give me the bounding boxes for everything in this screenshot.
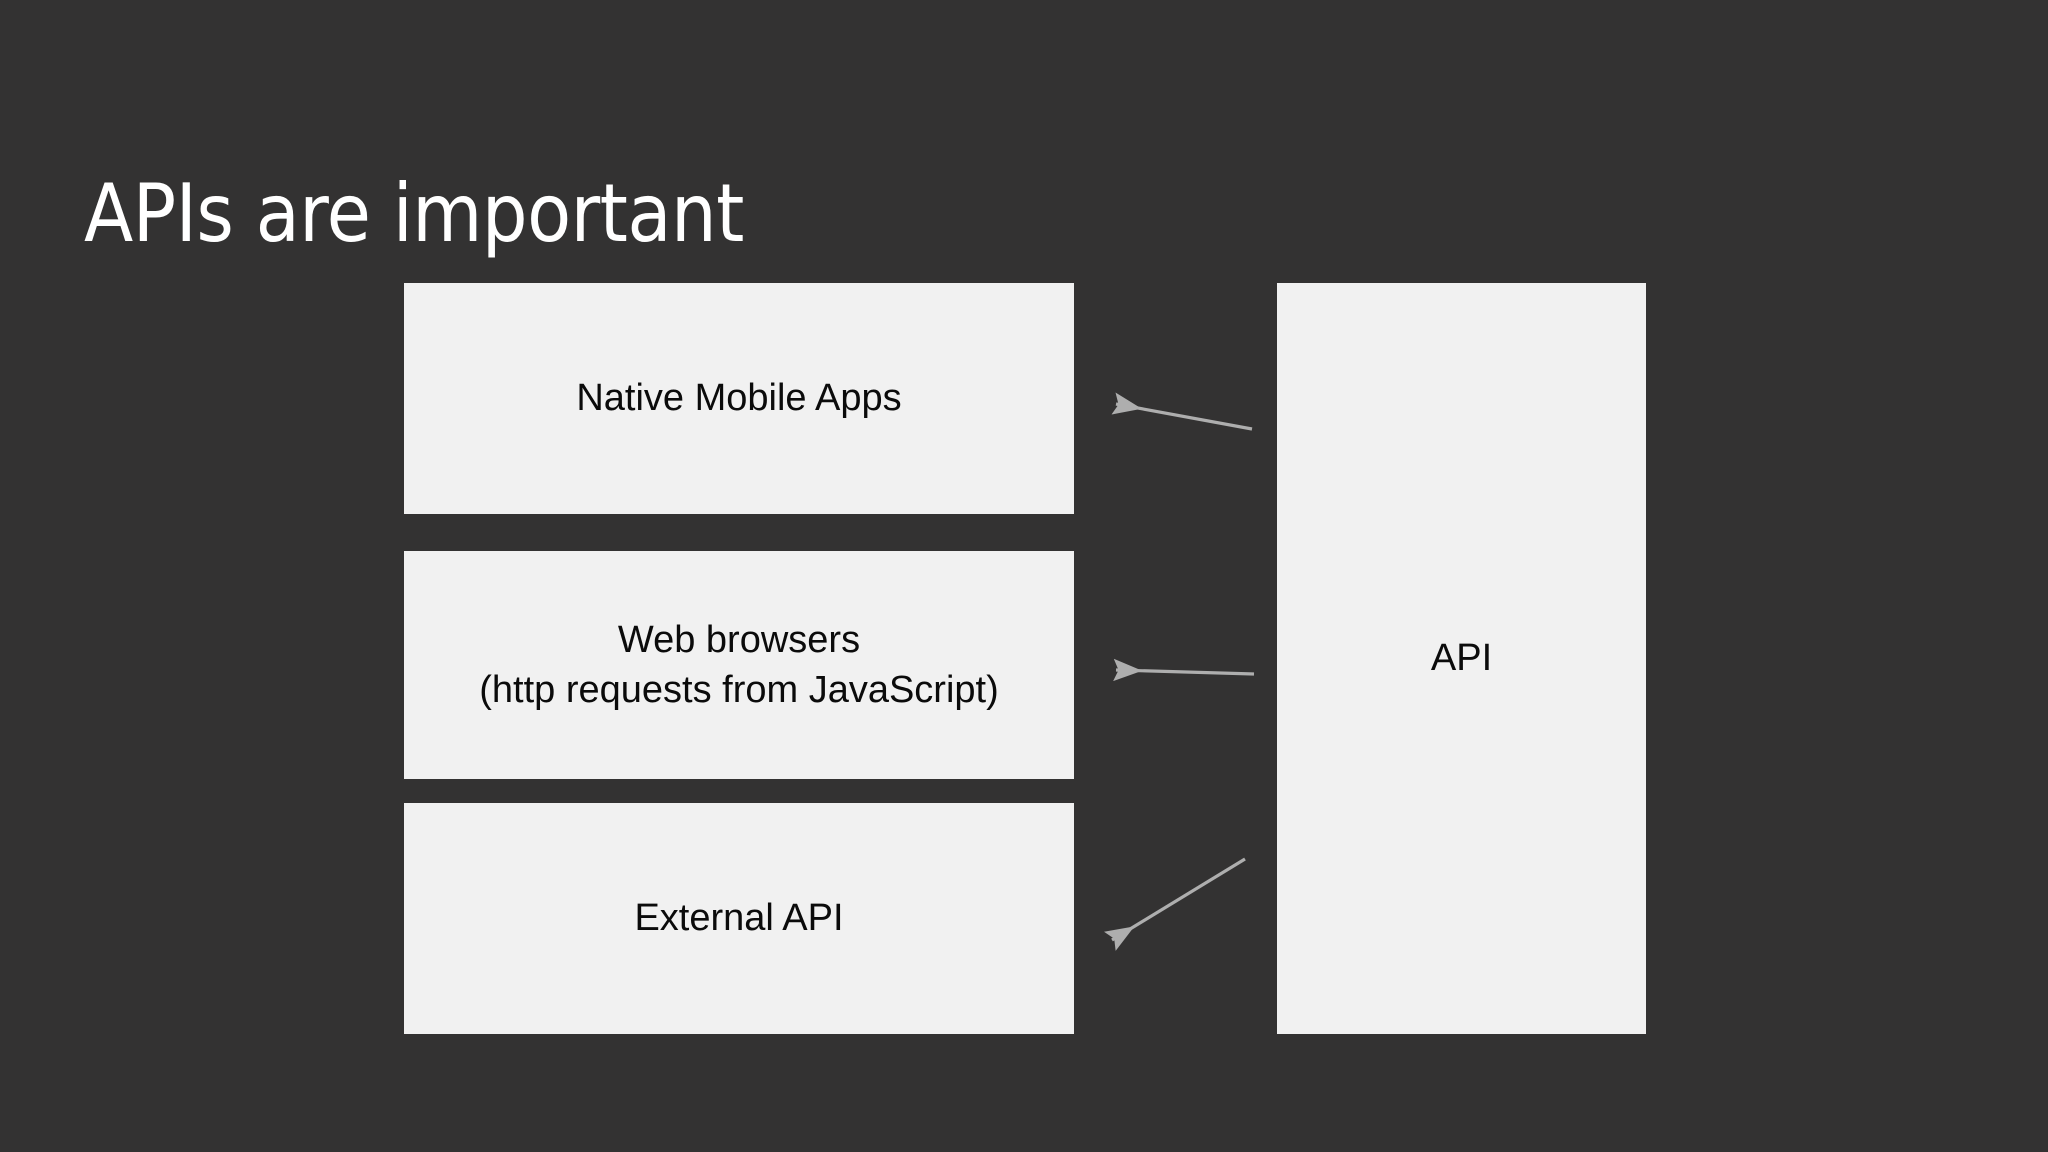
client-box-external-api[interactable]: External API [404, 803, 1074, 1034]
client-box-label: External API [634, 897, 844, 940]
arrow-api-to-external-api [1103, 857, 1246, 951]
client-box-label: Native Mobile Apps [576, 377, 902, 420]
client-box-native-mobile-apps[interactable]: Native Mobile Apps [404, 283, 1074, 514]
client-box-label: Web browsers (http requests from JavaScr… [479, 618, 999, 711]
api-panel[interactable]: API [1277, 283, 1646, 1034]
arrow-api-to-web-browsers [1113, 658, 1255, 682]
arrow-api-to-native-mobile-apps [1111, 392, 1253, 431]
page-title: APIs are important [84, 166, 744, 260]
client-box-web-browsers[interactable]: Web browsers (http requests from JavaScr… [404, 551, 1074, 779]
api-panel-label: API [1430, 637, 1493, 679]
